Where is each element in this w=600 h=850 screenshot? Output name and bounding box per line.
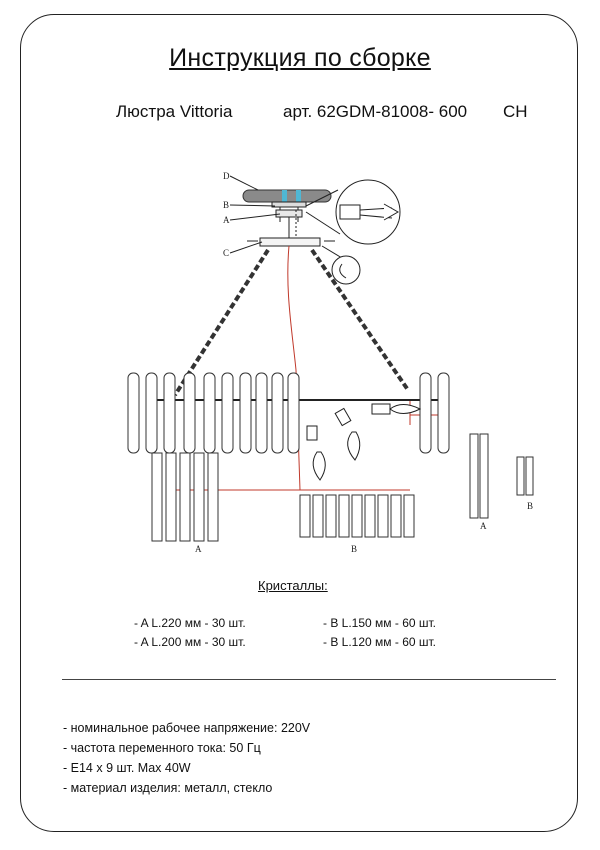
part-label-b: B xyxy=(223,200,229,210)
part-label-c: C xyxy=(223,248,229,258)
crystals-heading: Кристаллы: xyxy=(258,578,328,593)
part-labels xyxy=(229,175,335,254)
article-suffix: CH xyxy=(503,102,528,121)
crystal-group-a-mounted xyxy=(151,452,219,542)
page-border xyxy=(20,14,578,832)
crystal-spec-a-220: - A L.220 мм - 30 шт. xyxy=(134,616,246,630)
param-lamps: - Е14 х 9 шт. Max 40W xyxy=(63,761,191,775)
canopy xyxy=(259,237,321,247)
article-number: арт. 62GDM-81008- 600 xyxy=(283,102,468,121)
crystal-spec-b-150: - B L.150 мм - 60 шт. xyxy=(323,616,437,630)
crystal-label-a-mounted: A xyxy=(195,544,202,554)
crystal-spec-a-200: - A L.200 мм - 30 шт. xyxy=(134,635,246,649)
crystal-label-b-loose: B xyxy=(527,501,533,511)
connector-detail-callout xyxy=(305,179,401,245)
product-name: Люстра Vittoria xyxy=(116,102,233,121)
crystal-label-a-loose: A xyxy=(480,521,487,531)
document-title: Инструкция по сборке xyxy=(169,44,431,72)
hook-detail-callout xyxy=(321,245,361,285)
suspension-chain-right xyxy=(310,248,410,392)
chandelier-assembly-diagram: D B A C xyxy=(127,171,534,554)
crystal-spec-b-120: - B L.120 мм - 60 шт. xyxy=(323,635,437,649)
param-voltage: - номинальное рабочее напряжение: 220V xyxy=(63,721,311,735)
param-material: - материал изделия: металл, стекло xyxy=(63,781,273,795)
crystal-rods-upper xyxy=(127,372,450,454)
part-label-d: D xyxy=(223,171,230,181)
mounting-bracket xyxy=(271,201,307,240)
crystal-group-b-mounted xyxy=(299,494,415,538)
lamp-holders xyxy=(306,403,422,481)
part-label-a: A xyxy=(223,215,230,225)
loose-crystal-a xyxy=(469,433,489,519)
crystal-label-b-mounted: B xyxy=(351,544,357,554)
section-divider xyxy=(62,679,556,680)
loose-crystal-b xyxy=(516,456,534,496)
param-frequency: - частота переменного тока: 50 Гц xyxy=(63,741,261,755)
